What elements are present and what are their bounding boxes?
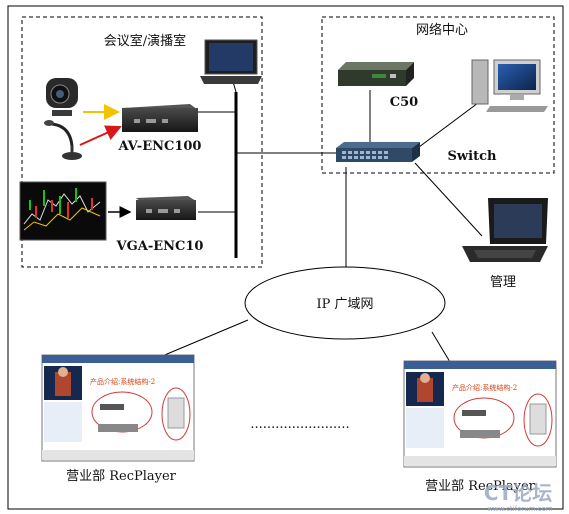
microphone-icon (44, 120, 82, 160)
right-branch-label: 营业部 RecPlayer (425, 479, 536, 494)
management-laptop-icon (462, 198, 548, 262)
av-encoder-icon (122, 104, 198, 132)
branch-separator: ........................ (250, 417, 349, 432)
outer-frame (7, 5, 564, 510)
left-branch-label: 营业部 RecPlayer (66, 469, 177, 484)
stock-chart-screen-icon (19, 181, 107, 241)
vga-encoder-label: VGA-ENC10 (116, 239, 204, 254)
switch-label: Switch (448, 149, 497, 164)
c50-server-icon (338, 62, 414, 86)
left-screen-title: 产品介绍:系统结构-2 (90, 377, 155, 386)
wan-label: IP 广域网 (316, 297, 373, 312)
network-center-label: 网络中心 (416, 22, 468, 38)
vga-encoder-icon (136, 196, 196, 220)
meeting-room-zone (21, 16, 263, 268)
wan-ellipse (244, 266, 446, 340)
av-encoder-label: AV-ENC100 (118, 139, 202, 154)
right-screen-title: 产品介绍:系统结构-2 (452, 383, 517, 392)
switch-icon (336, 142, 420, 162)
network-center-zone (321, 16, 555, 174)
watermark-logo: CT论坛 (484, 481, 552, 505)
manager-label: 管理 (490, 275, 516, 290)
c50-label: C50 (390, 95, 418, 110)
camera-icon (46, 78, 78, 116)
left-recplayer-screenshot: 产品介绍:系统结构-2 (41, 354, 195, 462)
desktop-computer-icon (471, 59, 548, 112)
right-recplayer-screenshot: 产品介绍:系统结构-2 (403, 360, 557, 468)
audio-arrow (79, 125, 122, 146)
meeting-room-label: 会议室/演播室 (104, 33, 186, 49)
watermark-url: www.ctiforum.com (487, 505, 553, 513)
laptop-icon (200, 39, 262, 84)
